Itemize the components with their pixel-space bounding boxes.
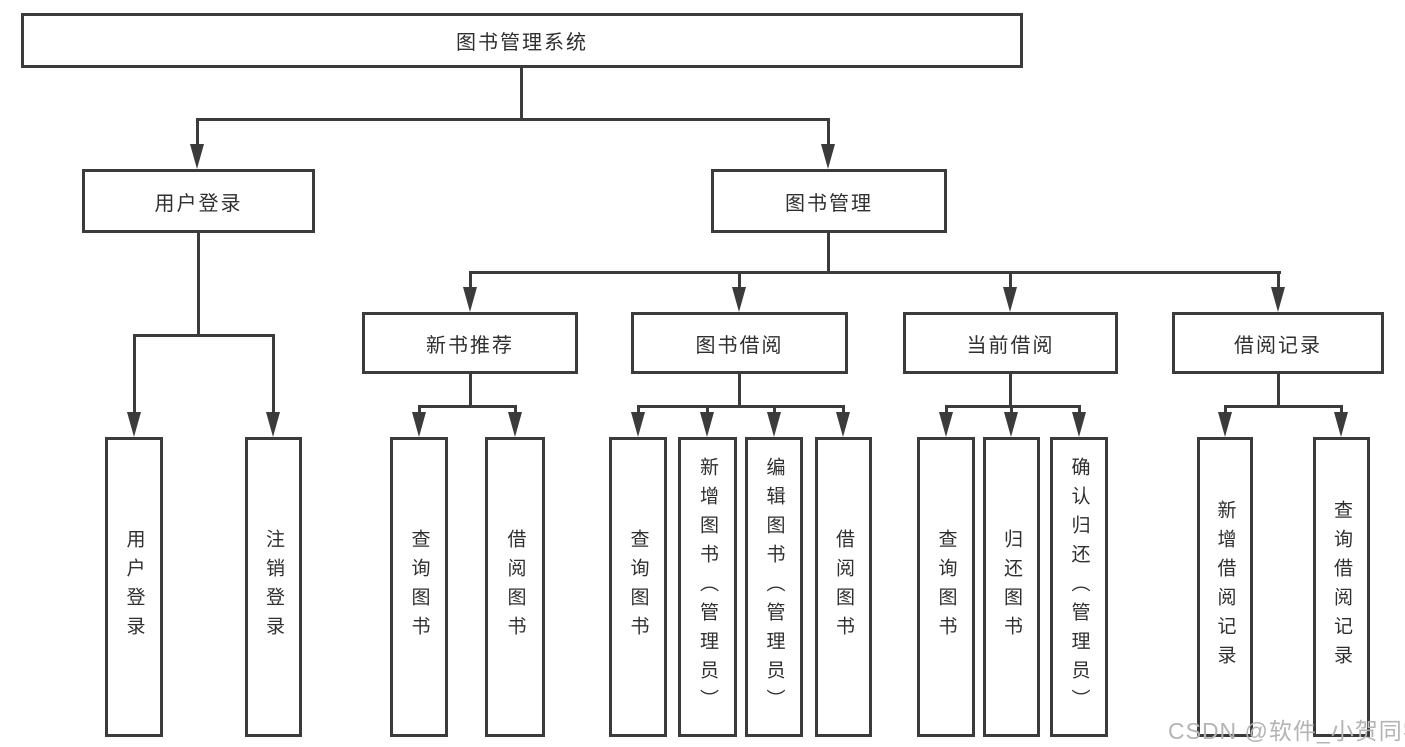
leaf-newbook-query-books: 查询图书	[390, 437, 448, 737]
connector-line	[637, 405, 640, 414]
connector-line	[827, 233, 830, 274]
connector-line	[706, 405, 709, 414]
arrow-down-icon	[821, 144, 835, 169]
arrow-down-icon	[1004, 412, 1018, 437]
node-user-login: 用户登录	[82, 169, 315, 233]
node-new-book-recommend: 新书推荐	[362, 312, 578, 374]
leaf-record-query-borrow-record: 查询借阅记录	[1313, 437, 1370, 737]
arrow-down-icon	[631, 412, 645, 437]
leaf-user-login: 用户登录	[105, 437, 163, 737]
connector-line	[1009, 271, 1012, 289]
arrow-down-icon	[1334, 412, 1348, 437]
arrow-down-icon	[1271, 287, 1285, 312]
arrow-down-icon	[836, 412, 850, 437]
connector-line	[637, 405, 844, 408]
connector-line	[469, 271, 472, 289]
arrow-down-icon	[732, 287, 746, 312]
connector-line	[1224, 405, 1342, 408]
connector-line	[1277, 271, 1280, 289]
connector-line	[1010, 405, 1013, 414]
connector-line	[738, 374, 741, 408]
leaf-current-return-books: 归还图书	[983, 437, 1040, 737]
arrow-down-icon	[1072, 412, 1086, 437]
arrow-down-icon	[463, 287, 477, 312]
connector-line	[945, 405, 1081, 408]
connector-line	[418, 405, 421, 414]
arrow-down-icon	[1003, 287, 1017, 312]
node-current-borrow: 当前借阅	[903, 312, 1118, 374]
connector-line	[520, 68, 523, 120]
leaf-borrow-borrow-books: 借阅图书	[815, 437, 872, 737]
arrow-down-icon	[700, 412, 714, 437]
leaf-borrow-query-books: 查询图书	[609, 437, 667, 737]
leaf-borrow-add-books-admin: 新增图书（管理员）	[678, 437, 737, 737]
connector-line	[272, 334, 275, 414]
watermark-text: CSDN @软件_小贺同学	[1168, 718, 1405, 744]
arrow-down-icon	[1218, 412, 1232, 437]
leaf-borrow-edit-books-admin: 编辑图书（管理员）	[745, 437, 803, 737]
arrow-down-icon	[127, 412, 141, 437]
leaf-record-add-borrow-record: 新增借阅记录	[1197, 437, 1253, 737]
connector-line	[418, 405, 516, 408]
leaf-logout: 注销登录	[245, 437, 302, 737]
arrow-down-icon	[508, 412, 522, 437]
node-book-borrow: 图书借阅	[631, 312, 848, 374]
node-book-management: 图书管理	[711, 169, 947, 233]
node-borrow-records: 借阅记录	[1172, 312, 1384, 374]
connector-line	[842, 405, 845, 414]
connector-line	[1340, 405, 1343, 414]
connector-line	[1078, 405, 1081, 414]
leaf-newbook-borrow-books: 借阅图书	[485, 437, 545, 737]
arrow-down-icon	[939, 412, 953, 437]
arrow-down-icon	[412, 412, 426, 437]
connector-line	[196, 118, 199, 146]
connector-line	[469, 271, 1281, 274]
connector-line	[1277, 374, 1280, 408]
arrow-down-icon	[266, 412, 280, 437]
leaf-current-confirm-return-admin: 确认归还（管理员）	[1050, 437, 1108, 737]
arrow-down-icon	[190, 144, 204, 169]
connector-line	[1224, 405, 1227, 414]
arrow-down-icon	[767, 412, 781, 437]
leaf-current-query-books: 查询图书	[917, 437, 975, 737]
connector-line	[197, 233, 200, 336]
connector-line	[469, 374, 472, 408]
connector-line	[945, 405, 948, 414]
connector-line	[1009, 374, 1012, 408]
connector-line	[196, 118, 830, 121]
connector-line	[514, 405, 517, 414]
connector-line	[738, 271, 741, 289]
connector-line	[827, 118, 830, 146]
node-library-system: 图书管理系统	[21, 13, 1023, 68]
connector-line	[133, 334, 275, 337]
connector-line	[773, 405, 776, 414]
connector-line	[133, 334, 136, 414]
